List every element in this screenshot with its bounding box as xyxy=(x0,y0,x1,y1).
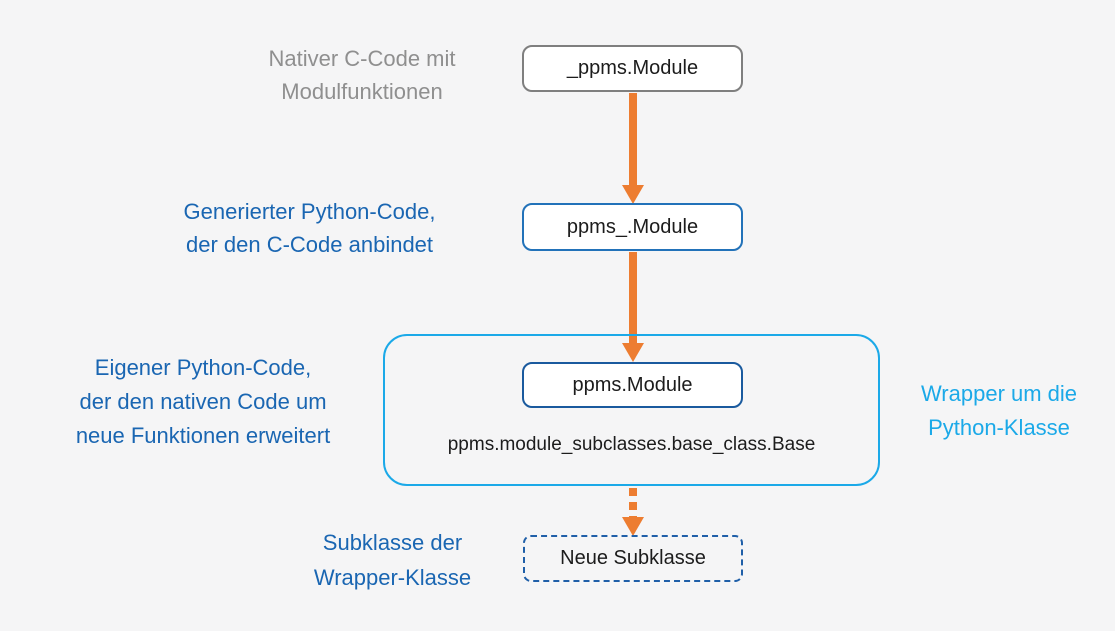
wrapper-class-container xyxy=(383,334,880,486)
native-module-node: _ppms.Module xyxy=(522,45,743,92)
arrow-down-icon xyxy=(622,343,644,362)
native-module-node-label: _ppms.Module xyxy=(566,57,699,79)
new-subclass-node-label: Neue Subklasse xyxy=(560,547,706,569)
generated-python-code-label: Generierter Python-Code, der den C-Code … xyxy=(183,199,436,257)
arrow-down-icon xyxy=(622,517,644,536)
dashed-arrow-shaft xyxy=(629,488,637,517)
arrow-generated-to-wrapper xyxy=(622,252,644,362)
wrapper-module-node: ppms.Module xyxy=(522,362,743,408)
subclass-of-wrapper-label: Subklasse der Wrapper-Klasse xyxy=(313,530,472,590)
wrapper-python-class-label: Wrapper um die Python-Klasse xyxy=(920,381,1078,440)
generated-module-node: ppms_.Module xyxy=(522,203,743,251)
new-subclass-node: Neue Subklasse xyxy=(523,535,743,582)
generated-module-node-label: ppms_.Module xyxy=(566,215,699,238)
own-python-code-label: Eigener Python-Code, der den nativen Cod… xyxy=(75,355,331,448)
wrapper-base-class-path: ppms.module_subclasses.base_class.Base xyxy=(447,434,816,455)
arrow-wrapper-to-subclass xyxy=(622,488,644,536)
arrow-shaft xyxy=(629,93,637,185)
arrow-shaft xyxy=(629,252,637,343)
arrow-native-to-generated xyxy=(622,93,644,204)
arrow-down-icon xyxy=(622,185,644,204)
native-c-code-label: Nativer C-Code mit Modulfunktionen xyxy=(268,46,456,104)
wrapper-module-node-label: ppms.Module xyxy=(572,373,693,396)
